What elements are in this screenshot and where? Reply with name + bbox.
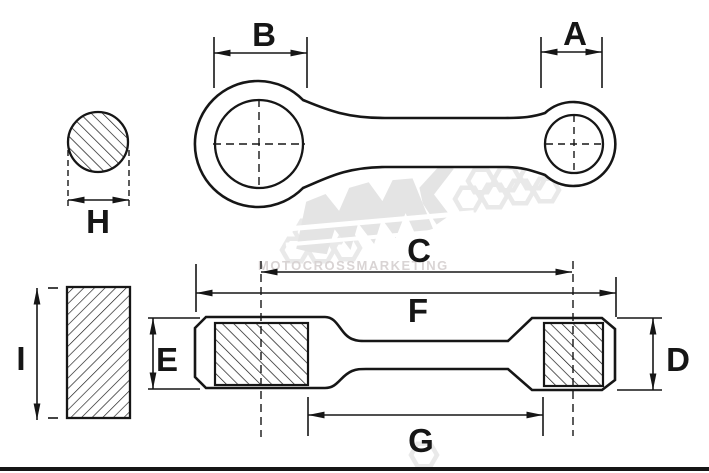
crank-pin-end-view xyxy=(66,110,130,174)
crank-pin-circle xyxy=(66,110,130,174)
label-E: E xyxy=(156,341,178,378)
small-end-crosshair xyxy=(546,115,603,173)
label-A: A xyxy=(563,15,587,52)
label-C: C xyxy=(407,232,431,269)
dimension-B xyxy=(213,37,308,88)
label-B: B xyxy=(252,16,276,53)
label-G: G xyxy=(408,422,434,459)
mx-logo-m-shape xyxy=(296,178,434,255)
dimension-E xyxy=(148,317,200,390)
label-F: F xyxy=(408,292,428,329)
footer-rule xyxy=(0,467,709,471)
label-D: D xyxy=(666,341,690,378)
dimension-labels: B A H C F G E I D xyxy=(16,15,690,459)
dimension-F xyxy=(195,264,617,317)
crank-pin-rect xyxy=(65,285,132,420)
crank-pin-side-view xyxy=(65,285,132,420)
mx-logo-x-tail xyxy=(419,163,454,225)
dimension-A xyxy=(540,37,603,88)
big-end-crosshair xyxy=(213,99,305,189)
label-H: H xyxy=(86,203,110,240)
dimension-G xyxy=(307,397,544,436)
dimension-D xyxy=(617,317,662,391)
label-I: I xyxy=(16,340,25,377)
watermark-mx-logo xyxy=(284,163,476,255)
rod-side-view xyxy=(193,261,617,437)
rod-top-view xyxy=(193,79,617,209)
dimensions xyxy=(33,37,662,436)
dimension-H xyxy=(67,150,130,207)
rod-top-outline xyxy=(193,79,617,209)
dimension-I xyxy=(33,287,58,420)
